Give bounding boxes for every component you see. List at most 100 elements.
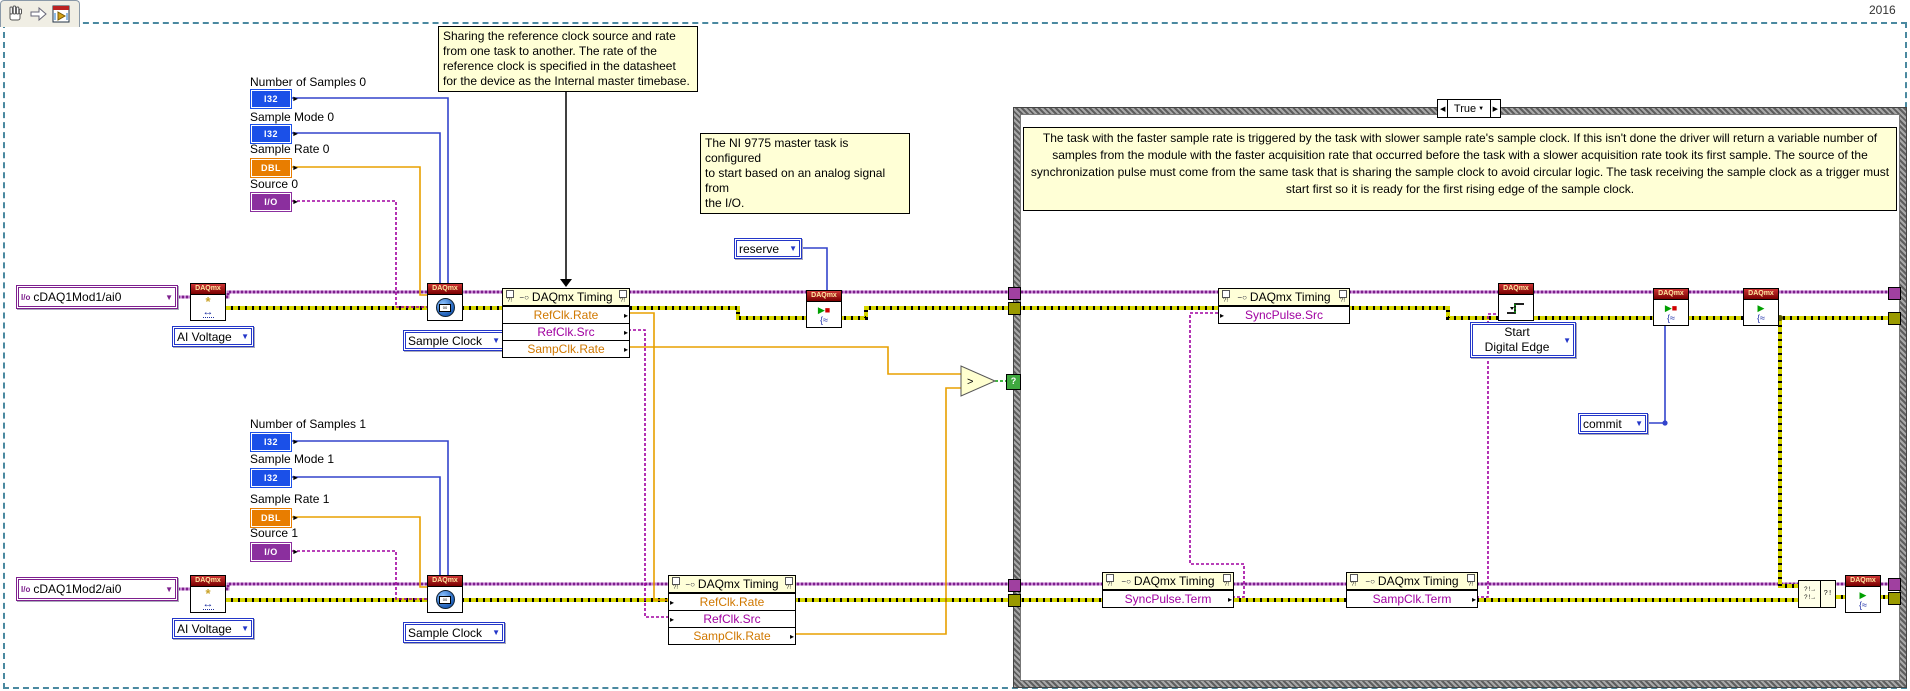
chevron-down-icon[interactable]: ▼ — [165, 584, 173, 594]
terminal-type-label: I/O — [264, 197, 278, 207]
labview-icon[interactable] — [51, 4, 71, 24]
merge-errors-inputs-icon: ?!→?!→ — [1799, 581, 1821, 607]
chevron-down-icon[interactable]: ▼ — [1563, 335, 1571, 345]
input-arrow-icon: ▸ — [1220, 310, 1225, 320]
label-number-of-samples-0: Number of Samples 0 — [250, 75, 367, 89]
chevron-down-icon[interactable]: ▼ — [165, 292, 173, 302]
recipe-corner-icon: ?! — [505, 290, 514, 304]
terminal-sample-rate-0[interactable]: DBL▸ — [250, 158, 298, 178]
property-row-refclk-src[interactable]: ▸RefClk.Src — [669, 610, 795, 627]
daqmx-control-task-node-1[interactable]: DAQmx ▶■{≈ — [806, 290, 842, 328]
comment-ref-clock: Sharing the reference clock source and r… — [438, 26, 698, 92]
terminal-source-1[interactable]: I/O▸ — [250, 542, 298, 562]
recipe-corner-icon: ?! — [671, 577, 680, 591]
terminal-type-label: DBL — [261, 513, 281, 523]
daqmx-create-channel-node-2[interactable]: DAQmx *↔ — [190, 575, 226, 613]
terminal-source-0[interactable]: I/O▸ — [250, 192, 298, 212]
case-prev-icon[interactable]: ◀ — [1438, 100, 1449, 117]
tunnel-error1-in — [1008, 302, 1021, 315]
ai-voltage-label: AI Voltage — [177, 329, 232, 344]
property-row-syncpulse-term[interactable]: SyncPulse.Term▸ — [1103, 590, 1233, 607]
tunnel-task2-in — [1008, 579, 1021, 592]
chevron-down-icon[interactable]: ▼ — [1635, 419, 1643, 428]
terminal-sample-mode-1[interactable]: I32▸ — [250, 468, 298, 488]
pan-tool-icon[interactable] — [5, 4, 25, 24]
output-arrow-icon: ▸ — [1471, 594, 1476, 604]
chevron-down-icon[interactable]: ▼ — [241, 332, 249, 341]
create-channel-icon: *↔ — [202, 294, 214, 318]
property-row-sampclk-term[interactable]: SampClk.Term▸ — [1347, 590, 1477, 607]
run-arrow-icon[interactable] — [28, 4, 48, 24]
daqmx-timing-vi-1[interactable]: DAQmx 00 — [427, 283, 463, 321]
tunnel-task2-out — [1888, 578, 1901, 591]
toolbar — [0, 0, 80, 27]
start-digital-edge-dropdown[interactable]: Start Digital Edge ▼ — [1470, 322, 1576, 358]
property-row-refclk-src[interactable]: RefClk.Src▸ — [503, 323, 629, 340]
terminal-output-arrow-icon: ▸ — [293, 513, 298, 522]
recipe-corner-icon: ?! — [784, 577, 793, 591]
case-selector[interactable]: ◀ True▼ ▶ — [1437, 99, 1501, 118]
chevron-down-icon[interactable]: ▼ — [492, 628, 500, 637]
label-sample-rate-1: Sample Rate 1 — [250, 492, 330, 506]
ai-voltage-dropdown-1[interactable]: AI Voltage ▼ — [172, 326, 254, 347]
control-task-icon: ▶■{≈ — [817, 305, 831, 325]
terminal-number-of-samples-1[interactable]: I32▸ — [250, 432, 298, 452]
property-row-syncpulse-src[interactable]: ▸SyncPulse.Src — [1219, 306, 1349, 323]
terminal-type-label: I/O — [264, 547, 278, 557]
property-node-timing-write-2[interactable]: ?! −○ DAQmx Timing ?! ▸RefClk.Rate ▸RefC… — [668, 575, 796, 645]
property-node-syncpulse-term[interactable]: ?! −○ DAQmx Timing ?! SyncPulse.Term▸ — [1102, 572, 1234, 608]
label-sample-rate-0: Sample Rate 0 — [250, 142, 330, 156]
case-next-icon[interactable]: ▶ — [1489, 100, 1500, 117]
label-number-of-samples-1: Number of Samples 1 — [250, 417, 367, 431]
property-node-title: DAQmx Timing — [531, 290, 613, 304]
link-icon: −○ — [1121, 576, 1131, 586]
property-row-sampclk-rate[interactable]: SampClk.Rate▸ — [669, 627, 795, 644]
output-arrow-icon: ▸ — [623, 310, 628, 320]
tunnel-selector: ? — [1006, 374, 1021, 390]
sample-clock-label: Sample Clock — [408, 625, 483, 640]
sample-clock-dropdown-1[interactable]: Sample Clock ▼ — [403, 330, 505, 351]
tunnel-task1-in — [1008, 287, 1021, 300]
chevron-down-icon[interactable]: ▼ — [241, 624, 249, 633]
merge-errors-node[interactable]: ?!→?!→ ?! — [1798, 580, 1836, 608]
terminal-sample-rate-1[interactable]: DBL ▸ — [250, 508, 298, 528]
reserve-label: reserve — [739, 241, 780, 256]
daqmx-header: DAQmx — [1654, 289, 1688, 300]
tunnel-error2-out — [1888, 592, 1901, 605]
property-node-syncpulse-src[interactable]: ?! −○ DAQmx Timing ?! ▸SyncPulse.Src — [1218, 288, 1350, 324]
property-node-sampclk-term[interactable]: ?! −○ DAQmx Timing ?! SampClk.Term▸ — [1346, 572, 1478, 608]
daqmx-start-task-node-2[interactable]: DAQmx ▶{≈ — [1845, 575, 1881, 613]
reserve-dropdown[interactable]: reserve ▼ — [734, 238, 802, 259]
sample-clock-icon: 00 — [428, 587, 462, 612]
task1-io-constant[interactable]: I/o cDAQ1Mod1/ai0 ▼ — [16, 285, 178, 309]
terminal-output-arrow-icon: ▸ — [293, 94, 298, 103]
sample-clock-label: Sample Clock — [408, 333, 483, 348]
property-node-timing-read-1[interactable]: ?! −○ DAQmx Timing ?! RefClk.Rate▸ RefCl… — [502, 288, 630, 358]
property-row-sampclk-rate[interactable]: SampClk.Rate▸ — [503, 340, 629, 357]
chevron-down-icon[interactable]: ▼ — [789, 244, 797, 253]
terminal-sample-mode-0[interactable]: I32▸ — [250, 124, 298, 144]
case-selector-value[interactable]: True — [1453, 102, 1477, 115]
link-icon: −○ — [519, 292, 529, 302]
terminal-number-of-samples-0[interactable]: I32 ▸ — [250, 89, 298, 109]
daqmx-start-task-node-1[interactable]: DAQmx ▶{≈ — [1743, 288, 1779, 326]
chevron-down-icon[interactable]: ▼ — [492, 336, 500, 345]
tunnel-error2-in — [1008, 594, 1021, 607]
daqmx-create-channel-node-1[interactable]: DAQmx *↔ — [190, 283, 226, 321]
property-row-refclk-rate[interactable]: RefClk.Rate▸ — [503, 306, 629, 323]
daqmx-control-task-node-2[interactable]: DAQmx ▶■{≈ — [1653, 288, 1689, 326]
sample-clock-dropdown-2[interactable]: Sample Clock ▼ — [403, 622, 505, 643]
commit-dropdown[interactable]: commit ▼ — [1578, 413, 1648, 434]
daqmx-trigger-node[interactable]: DAQmx — [1498, 283, 1534, 321]
daqmx-header: DAQmx — [1846, 576, 1880, 587]
terminal-type-label: I32 — [263, 94, 278, 104]
daqmx-timing-vi-2[interactable]: DAQmx 00 — [427, 575, 463, 613]
terminal-type-label: I32 — [263, 437, 278, 447]
property-row-refclk-rate[interactable]: ▸RefClk.Rate — [669, 593, 795, 610]
task2-name: cDAQ1Mod2/ai0 — [33, 582, 122, 596]
recipe-corner-icon: ?! — [1221, 290, 1230, 304]
tunnel-error1-out — [1888, 312, 1901, 325]
task2-io-constant[interactable]: I/o cDAQ1Mod2/ai0 ▼ — [16, 577, 178, 601]
ai-voltage-dropdown-2[interactable]: AI Voltage ▼ — [172, 618, 254, 639]
